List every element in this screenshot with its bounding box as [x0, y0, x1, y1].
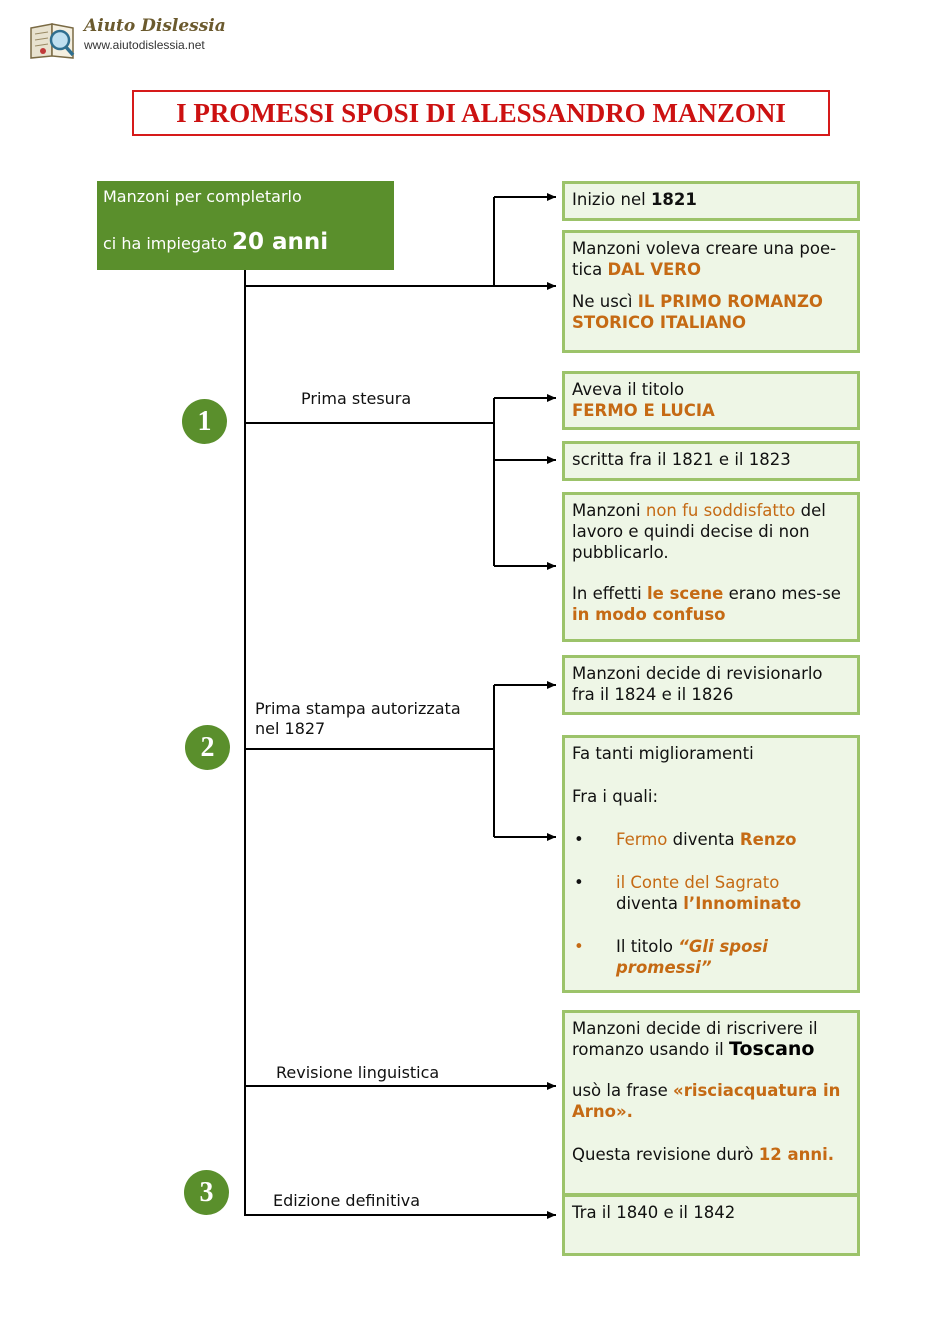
step-2-badge: 2 — [185, 725, 230, 770]
item-diventa: diventa — [667, 830, 740, 849]
intro-box: Manzoni per completarlo ci ha impiegato … — [97, 181, 394, 270]
edizione-text: Tra il 1840 e il 1842 — [572, 1203, 736, 1222]
item-conte: il Conte del Sagrato — [616, 873, 780, 892]
intro-line2-text: ci ha impiegato — [103, 234, 232, 253]
item-renzo: Renzo — [739, 830, 797, 849]
scene-pre: In effetti — [572, 584, 648, 603]
inizio-text: Inizio nel — [572, 190, 651, 209]
soddisfatto-post: del lavoro e quindi decise di non pubbli… — [572, 501, 826, 562]
intro-years: 20 anni — [231, 229, 329, 255]
box-poetica: Manzoni voleva creare una poe-tica DAL V… — [562, 230, 860, 353]
label-edizione-definitiva: Edizione definitiva — [273, 1191, 421, 1210]
label-revisione-linguistica: Revisione linguistica — [276, 1063, 440, 1082]
label-prima-stesura: Prima stesura — [301, 389, 412, 408]
toscano-em: Toscano — [729, 1038, 815, 1060]
frase-pre: usò la frase — [572, 1081, 674, 1100]
revisionarlo-text: Manzoni decide di revisionarlo fra il 18… — [572, 664, 823, 704]
box-soddisfatto: Manzoni non fu soddisfatto del lavoro e … — [562, 492, 860, 642]
box-revisionarlo: Manzoni decide di revisionarlo fra il 18… — [562, 655, 860, 715]
label-prima-stampa-l1: Prima stampa autorizzata — [255, 699, 461, 718]
logo-title: Aiuto Dislessia — [84, 16, 226, 36]
page-title: I PROMESSI SPOSI DI ALESSANDRO MANZONI — [132, 90, 830, 136]
label-prima-stampa-l2: nel 1827 — [255, 719, 326, 738]
item-sposi-promessi: “Gli sposi promessi” — [616, 937, 768, 977]
durata-anni: 12 anni. — [758, 1145, 835, 1164]
titolo-text: Aveva il titolo — [572, 380, 685, 399]
bullet-dot: • — [574, 830, 584, 849]
logo-url: www.aiutodislessia.net — [84, 38, 205, 52]
frase-risciacquatura: «risciacquatura in Arno». — [572, 1081, 841, 1121]
scene-em: le scene — [647, 584, 724, 603]
list-item: • il Conte del Sagrato diventa l’Innomin… — [572, 872, 850, 914]
miglioramenti-line2: Fra i quali: — [572, 787, 659, 806]
box-toscano: Manzoni decide di riscrivere il romanzo … — [562, 1010, 860, 1196]
durata-pre: Questa revisione durò — [572, 1145, 759, 1164]
box-scritta: scritta fra il 1821 e il 1823 — [562, 441, 860, 481]
soddisfatto-em: non fu soddisfatto — [645, 501, 796, 520]
list-item: • Il titolo “Gli sposi promessi” — [572, 936, 850, 978]
intro-line2: ci ha impiegato 20 anni — [103, 229, 328, 255]
box-edizione: Tra il 1840 e il 1842 — [562, 1194, 860, 1256]
miglioramenti-line1: Fa tanti miglioramenti — [572, 744, 754, 763]
intro-line1: Manzoni per completarlo — [103, 187, 302, 206]
item-fermo: Fermo — [616, 830, 668, 849]
box-titolo: Aveva il titolo FERMO E LUCIA — [562, 371, 860, 430]
list-item: • Fermo diventa Renzo — [572, 829, 850, 850]
step-1-badge: 1 — [182, 399, 227, 444]
item-titolo: Il titolo — [616, 937, 679, 956]
titolo-fermo-lucia: FERMO E LUCIA — [572, 401, 715, 420]
book-magnifier-icon — [30, 23, 75, 59]
scritta-text: scritta fra il 1821 e il 1823 — [572, 450, 791, 469]
miglioramenti-list: • Fermo diventa Renzo • il Conte del Sag… — [572, 829, 850, 978]
item-diventa: diventa — [616, 894, 684, 913]
soddisfatto-pre: Manzoni — [572, 501, 646, 520]
item-innominato: l’Innominato — [683, 894, 802, 913]
site-logo: Aiuto Dislessia www.aiutodislessia.net — [28, 16, 226, 64]
inizio-year: 1821 — [650, 190, 697, 209]
scene-confuso: in modo confuso — [572, 605, 726, 624]
bullet-dot: • — [574, 873, 584, 892]
label-prima-stampa: Prima stampa autorizzata nel 1827 — [255, 699, 461, 739]
poetica-dal-vero: DAL VERO — [607, 260, 701, 279]
toscano-pre: Manzoni decide di riscrivere il romanzo … — [572, 1019, 818, 1059]
romanzo-text: Ne uscì — [572, 292, 638, 311]
romanzo-storico: IL PRIMO ROMANZO STORICO ITALIANO — [572, 292, 823, 332]
bullet-dot: • — [574, 937, 584, 956]
step-3-badge: 3 — [184, 1170, 229, 1215]
box-miglioramenti: Fa tanti miglioramenti Fra i quali: • Fe… — [562, 735, 860, 993]
box-inizio: Inizio nel 1821 — [562, 181, 860, 221]
scene-mid: erano mes-se — [723, 584, 841, 603]
poetica-text: Manzoni voleva creare una poe-tica — [572, 239, 837, 279]
